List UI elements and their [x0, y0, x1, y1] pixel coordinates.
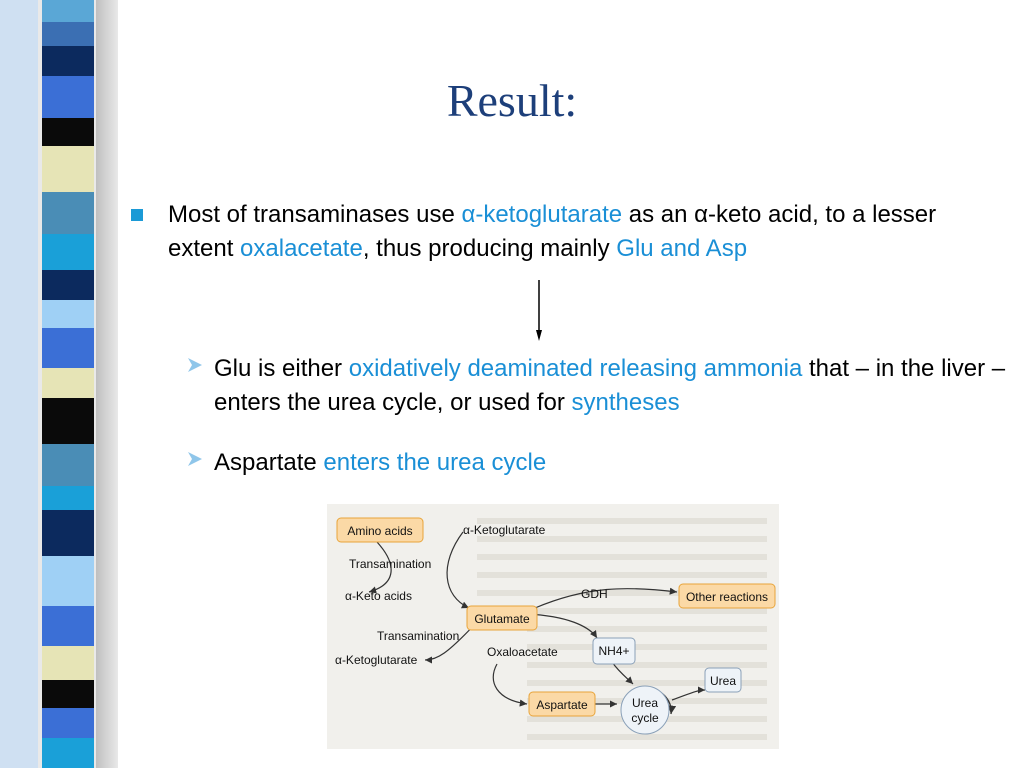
arrow-oxaloacetate-to-aspartate [492, 663, 528, 707]
node-amino-acids [336, 517, 424, 543]
sub-bullet-aspartate: Aspartate enters the urea cycle [186, 446, 1014, 480]
node-urea-cycle-label-1: Urea [632, 696, 658, 710]
down-arrow-icon [536, 280, 542, 341]
transamination-diagram: Amino acids Glutamate Other reactions NH… [327, 504, 779, 749]
node-glutamate-label: Glutamate [474, 612, 530, 626]
arrow-glutamate-to-other [534, 587, 678, 609]
label-akg-bottom: α-Ketoglutarate [335, 653, 418, 667]
label-keto-acids: α-Keto acids [345, 589, 412, 603]
node-aspartate-label: Aspartate [536, 698, 588, 712]
label-oxaloacetate: Oxaloacetate [487, 645, 558, 659]
node-amino-acids-label: Amino acids [347, 524, 412, 538]
node-urea-label: Urea [710, 674, 736, 688]
arrow-glutamate-to-nh4 [526, 613, 598, 639]
chevron-bullet-icon [188, 452, 202, 466]
node-other-reactions [678, 583, 776, 609]
arrow-akg-to-glutamate [446, 531, 470, 609]
chevron-bullet-icon [188, 358, 202, 372]
main-bullet-text: Most of transaminases use α-ketoglutarat… [128, 198, 1008, 266]
node-aspartate [528, 691, 596, 717]
node-urea-cycle-label-2: cycle [631, 711, 659, 725]
main-bullet: Most of transaminases use α-ketoglutarat… [128, 198, 1008, 266]
node-other-reactions-label: Other reactions [686, 590, 768, 604]
node-glutamate [466, 605, 538, 631]
sub-bullet-glu: Glu is either oxidatively deaminated rel… [186, 352, 1014, 420]
arrow-cycle-to-urea [671, 686, 706, 701]
label-akg-top: α-Ketoglutarate [463, 523, 546, 537]
node-nh4-label: NH4+ [598, 644, 629, 658]
node-urea [704, 667, 742, 693]
label-gdh: GDH [581, 587, 608, 601]
decorative-stripe [0, 0, 118, 768]
label-transamination-1: Transamination [349, 557, 431, 571]
square-bullet-icon [131, 209, 143, 221]
node-urea-cycle [620, 685, 670, 735]
arrow-amino-to-keto [368, 541, 392, 594]
node-nh4 [592, 637, 636, 665]
slide-title: Result: [446, 75, 578, 126]
label-transamination-2: Transamination [377, 629, 459, 643]
stripe-shadow [96, 0, 118, 768]
